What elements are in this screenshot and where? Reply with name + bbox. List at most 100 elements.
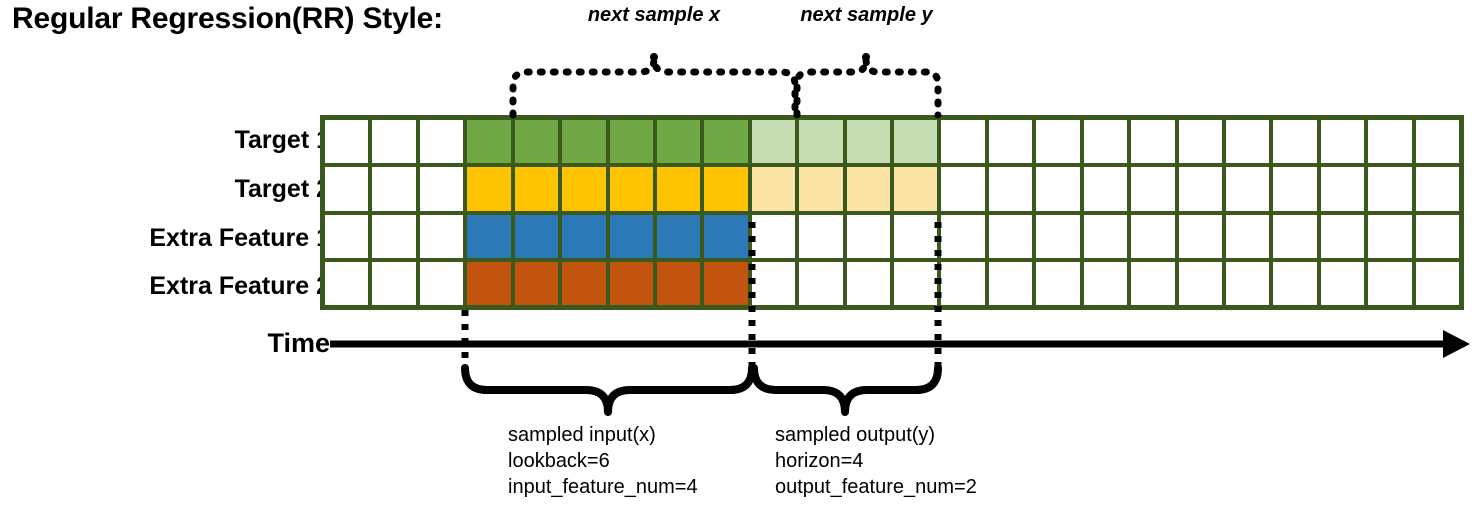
grid-cell: [1415, 120, 1460, 164]
grid-cell: [609, 261, 653, 305]
top-brace-x-tip: [650, 53, 658, 61]
row-label-extra-feature-2: Extra Feature 2: [149, 272, 330, 300]
grid-cell: [1036, 261, 1080, 305]
grid-cell: [1273, 120, 1317, 164]
grid-cell: [1178, 120, 1223, 164]
grid-cell: [1036, 167, 1080, 211]
top-brace-y: [793, 58, 942, 119]
grid-cell: [656, 261, 701, 305]
grid-cell: [988, 167, 1033, 211]
timeseries-grid: [320, 115, 1464, 310]
grid-cell: [562, 167, 606, 211]
grid-cell: [562, 214, 606, 258]
grid-cell: [1131, 261, 1175, 305]
grid-cell: [1368, 214, 1412, 258]
grid-cell: [1320, 214, 1365, 258]
grid-cell: [1178, 261, 1223, 305]
time-axis: [330, 330, 1470, 358]
grid-cell: [1226, 214, 1270, 258]
grid-cell: [372, 261, 416, 305]
grid-cell: [1131, 120, 1175, 164]
grid-cell: [1226, 167, 1270, 211]
grid-cell: [704, 261, 748, 305]
grid-cell: [1178, 167, 1223, 211]
grid-cell: [467, 167, 511, 211]
grid-cell: [846, 214, 891, 258]
grid-cell: [751, 167, 796, 211]
grid-cell: [1415, 167, 1460, 211]
grid-cell: [1083, 214, 1128, 258]
annotation-sampled-input: sampled input(x) lookback=6 input_featur…: [508, 422, 698, 500]
grid-cell: [325, 120, 369, 164]
time-axis-arrowhead: [1443, 330, 1470, 358]
grid-cell: [1273, 167, 1317, 211]
grid-cell: [514, 120, 559, 164]
grid-cell: [799, 120, 843, 164]
grid-cell: [609, 120, 653, 164]
grid-cell: [1131, 167, 1175, 211]
annotation-next-sample-y: next sample y: [800, 4, 933, 26]
bottom-brace-output: [750, 364, 942, 416]
grid-row-target-2: [325, 167, 1460, 211]
grid-cell: [704, 214, 748, 258]
grid-cell: [1320, 167, 1365, 211]
grid-cell: [988, 261, 1033, 305]
grid-cell: [1415, 261, 1460, 305]
grid-cell: [1036, 120, 1080, 164]
grid-cell: [846, 167, 891, 211]
grid-cell: [656, 120, 701, 164]
grid-cell: [1368, 167, 1412, 211]
grid-cell: [1226, 261, 1270, 305]
row-label-target-1: Target 1: [234, 126, 330, 154]
grid-cell: [1131, 214, 1175, 258]
grid-cell: [419, 214, 464, 258]
grid-cell: [941, 120, 985, 164]
grid-cell: [894, 167, 938, 211]
grid-cell: [988, 120, 1033, 164]
sampled-output-title: sampled output(y): [775, 424, 936, 446]
grid-cell: [1226, 120, 1270, 164]
grid-cell: [372, 120, 416, 164]
grid-row-extra-feature-1: [325, 214, 1460, 258]
grid-cell: [609, 214, 653, 258]
annotation-next-sample-x: next sample x: [587, 4, 721, 26]
grid-cell: [799, 167, 843, 211]
top-brace-x: [509, 58, 799, 119]
bottom-brace-input: [461, 364, 756, 416]
grid-cell: [751, 214, 796, 258]
grid-cell: [467, 120, 511, 164]
top-brace-y-tip: [862, 53, 870, 61]
row-label-target-2: Target 2: [234, 175, 330, 203]
grid-cell: [1036, 214, 1080, 258]
grid-cell: [941, 167, 985, 211]
grid-row-target-1: [325, 120, 1460, 164]
grid-cell: [467, 261, 511, 305]
grid-cell: [1273, 261, 1317, 305]
grid-cell: [894, 261, 938, 305]
grid-cell: [988, 214, 1033, 258]
sampled-input-featnum: input_feature_num=4: [508, 476, 698, 498]
grid-cell: [1320, 261, 1365, 305]
grid-cell: [325, 214, 369, 258]
grid-cell: [419, 167, 464, 211]
grid-cell: [656, 167, 701, 211]
grid-cell: [609, 167, 653, 211]
grid-cell: [1083, 261, 1128, 305]
annotation-sampled-output: sampled output(y) horizon=4 output_featu…: [775, 422, 977, 500]
grid-cell: [419, 261, 464, 305]
sampled-input-title: sampled input(x): [508, 424, 656, 446]
grid-cell: [846, 261, 891, 305]
sampled-output-featnum: output_feature_num=2: [775, 476, 977, 498]
grid-cell: [894, 120, 938, 164]
grid-cell: [514, 167, 559, 211]
grid-cell: [419, 120, 464, 164]
grid-cell: [799, 214, 843, 258]
grid-cell: [1415, 214, 1460, 258]
grid-cell: [562, 261, 606, 305]
sampled-input-lookback: lookback=6: [508, 450, 610, 472]
page-title: Regular Regression(RR) Style:: [12, 2, 443, 35]
grid-cell: [325, 261, 369, 305]
grid-cell: [372, 214, 416, 258]
grid-cell: [325, 167, 369, 211]
